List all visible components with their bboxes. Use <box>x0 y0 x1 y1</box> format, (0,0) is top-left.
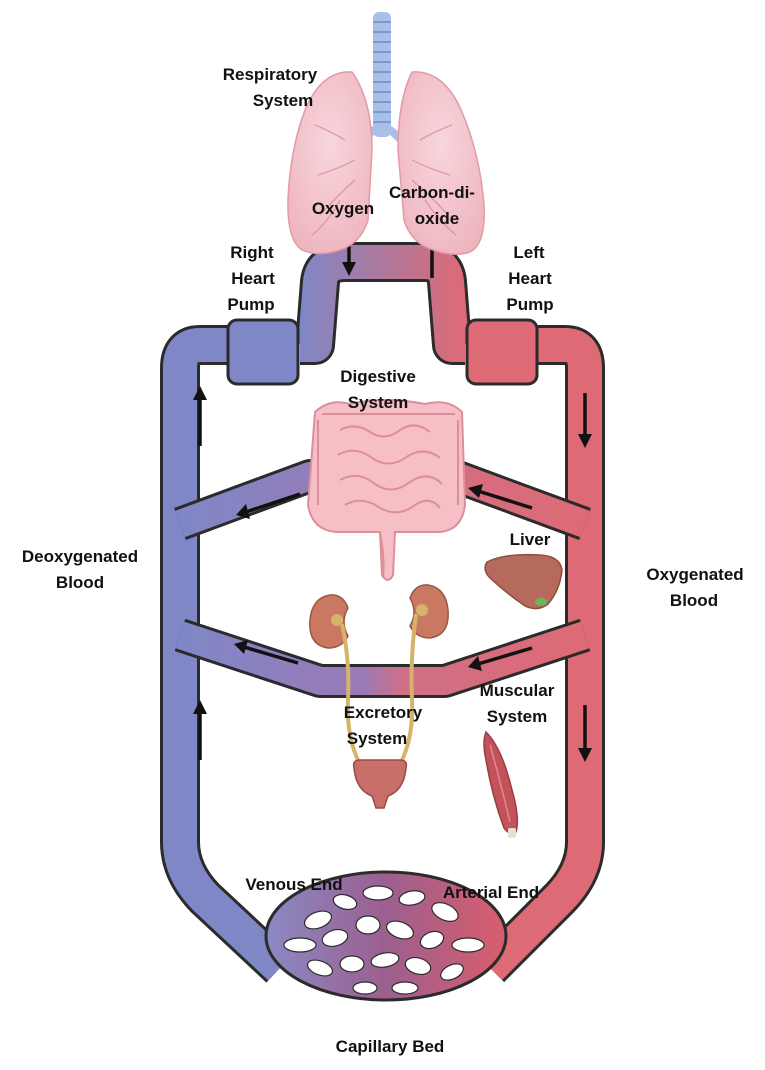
label-respiratory-line1: Respiratory <box>223 65 318 84</box>
label-carbon-line2: oxide <box>415 209 459 228</box>
label-deoxygenated-line2: Blood <box>56 573 104 592</box>
label-right-heart-line2: Heart <box>231 269 275 288</box>
label-left-heart-line2: Heart <box>508 269 552 288</box>
label-left-heart-line1: Left <box>513 243 545 262</box>
label-digestive-line1: Digestive <box>340 367 416 386</box>
right-heart-pump <box>228 320 298 384</box>
digestive-system-illustration <box>308 400 465 580</box>
label-digestive-line2: System <box>348 393 408 412</box>
label-liver: Liver <box>510 530 551 549</box>
label-arterial-end: Arterial End <box>443 883 539 902</box>
label-left-heart-line3: Pump <box>506 295 553 314</box>
label-right-heart-line3: Pump <box>227 295 274 314</box>
liver-illustration <box>485 555 562 609</box>
label-oxygenated-line2: Blood <box>670 591 718 610</box>
label-deoxygenated-line1: Deoxygenated <box>22 547 138 566</box>
label-muscular-line2: System <box>487 707 547 726</box>
bladder <box>354 760 407 808</box>
label-carbon-line1: Carbon-di- <box>389 183 475 202</box>
label-capillary-bed: Capillary Bed <box>336 1037 445 1056</box>
label-muscular-line1: Muscular <box>480 681 555 700</box>
label-excretory-line2: System <box>347 729 407 748</box>
label-venous-end: Venous End <box>245 875 342 894</box>
label-oxygenated-line1: Oxygenated <box>646 565 743 584</box>
left-heart-pump <box>467 320 537 384</box>
label-oxygen: Oxygen <box>312 199 374 218</box>
label-right-heart-line1: Right <box>230 243 274 262</box>
label-respiratory-line2: System <box>253 91 313 110</box>
muscular-system-illustration <box>484 732 517 838</box>
label-excretory-line1: Excretory <box>344 703 423 722</box>
